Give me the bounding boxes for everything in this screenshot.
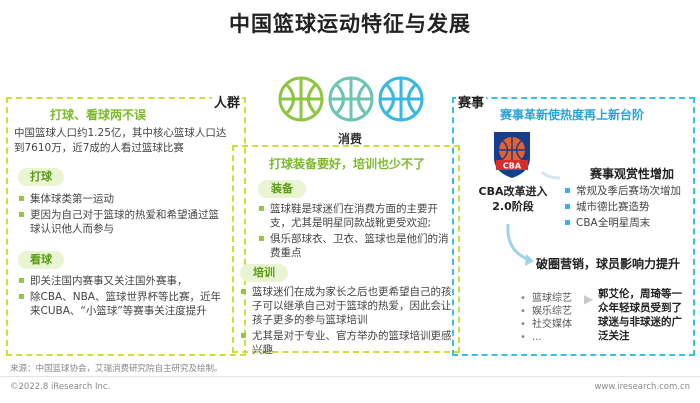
cba-logo-icon: CBA xyxy=(494,132,530,178)
consumption-heading: 打球装备要好，培训也少不了 xyxy=(268,157,425,171)
training-list: 篮球迷们在成为家长之后也更希望自己的孩子可以继承自己对于篮球的热爱，因此会让孩子… xyxy=(240,285,452,359)
basketball-icon xyxy=(378,76,424,122)
list-item: 更因为自己对于篮球的热爱和希望通过篮球认识他人而参与 xyxy=(18,208,228,236)
list-item: 娱乐综艺 xyxy=(520,305,590,318)
source-note: 来源：中国篮球协会，艾瑞消费研究院自主研究及绘制。 xyxy=(10,364,223,374)
page-title: 中国篮球运动特征与发展 xyxy=(229,12,471,36)
events-panel xyxy=(452,97,695,356)
events-tag: 赛事 xyxy=(456,92,487,111)
curved-arrow-icon xyxy=(506,223,534,266)
basketball-icon xyxy=(328,76,374,122)
play-list: 集体球类第一运动 更因为自己对于篮球的热爱和希望通过篮球认识他人而参与 xyxy=(18,192,228,238)
list-item: 俱乐部球衣、卫衣、篮球也是他们的消费重点 xyxy=(258,232,450,260)
crowd-panel xyxy=(6,97,246,356)
crowd-tag: 人群 xyxy=(212,92,243,111)
basketball-icon xyxy=(278,76,324,122)
connector-arrow xyxy=(540,170,561,180)
play-pill: 打球 xyxy=(18,168,64,186)
watch-pill: 看球 xyxy=(18,251,64,269)
players-note: 郭艾伦，周琦等一众年轻球员受到了球迷与非球迷的广泛关注 xyxy=(598,288,682,342)
list-item: 即关注国内赛事又关注国外赛事， xyxy=(18,274,228,288)
marketing-title: 破圈营销，球员影响力提升 xyxy=(536,257,681,271)
gear-list: 篮球鞋是球迷们在消费方面的主要开支，尤其是明星同款战靴更受欢迎; 俱乐部球衣、卫… xyxy=(258,202,450,262)
crowd-heading: 打球、看球两不误 xyxy=(50,108,147,122)
gear-pill: 装备 xyxy=(258,180,306,198)
arrow-right-icon: ▶ xyxy=(584,292,594,306)
consumption-label: 消费 xyxy=(337,132,362,146)
cba-logo-text: CBA xyxy=(503,162,522,171)
spectator-title: 赛事观赏性增加 xyxy=(590,167,675,181)
list-item: ... xyxy=(520,331,590,344)
list-item: 社交媒体 xyxy=(520,318,590,331)
events-heading: 赛事革新使热度再上新台阶 xyxy=(500,108,645,122)
list-item: 尤其是对于专业、官方举办的篮球培训更感兴趣 xyxy=(240,329,452,357)
crowd-intro: 中国篮球人口约1.25亿，其中核心篮球人口达到7610万，近7成的人看过篮球比赛 xyxy=(14,127,227,154)
list-item: 城市德比赛造势 xyxy=(564,200,692,214)
list-item: 篮球迷们在成为家长之后也更希望自己的孩子可以继承自己对于篮球的热爱，因此会让孩子… xyxy=(240,285,452,327)
list-item: 集体球类第一运动 xyxy=(18,192,228,206)
site-url: www.iresearch.com.cn xyxy=(594,382,690,392)
copyright: ©2022.8 iResearch Inc. xyxy=(10,382,111,392)
basketball-icons xyxy=(278,76,424,122)
list-item: 常规及季后赛场次增加 xyxy=(564,184,692,198)
list-item: 除CBA、NBA、篮球世界杯等比赛，近年来CUBA、“小篮球”等赛事关注度提升 xyxy=(18,290,228,318)
training-pill: 培训 xyxy=(240,264,288,282)
list-item: CBA全明星周末 xyxy=(564,216,692,230)
watch-list: 即关注国内赛事又关注国外赛事， 除CBA、NBA、篮球世界杯等比赛，近年来CUB… xyxy=(18,274,228,320)
divider xyxy=(0,376,700,377)
list-item: 篮球综艺 xyxy=(520,292,590,305)
variety-list: 篮球综艺 娱乐综艺 社交媒体 ... xyxy=(520,292,590,344)
spectator-list: 常规及季后赛场次增加 城市德比赛造势 CBA全明星周末 xyxy=(564,184,692,232)
list-item: 篮球鞋是球迷们在消费方面的主要开支，尤其是明星同款战靴更受欢迎; xyxy=(258,202,450,230)
cba-reform-note: CBA改革进入2.0阶段 xyxy=(478,185,548,213)
